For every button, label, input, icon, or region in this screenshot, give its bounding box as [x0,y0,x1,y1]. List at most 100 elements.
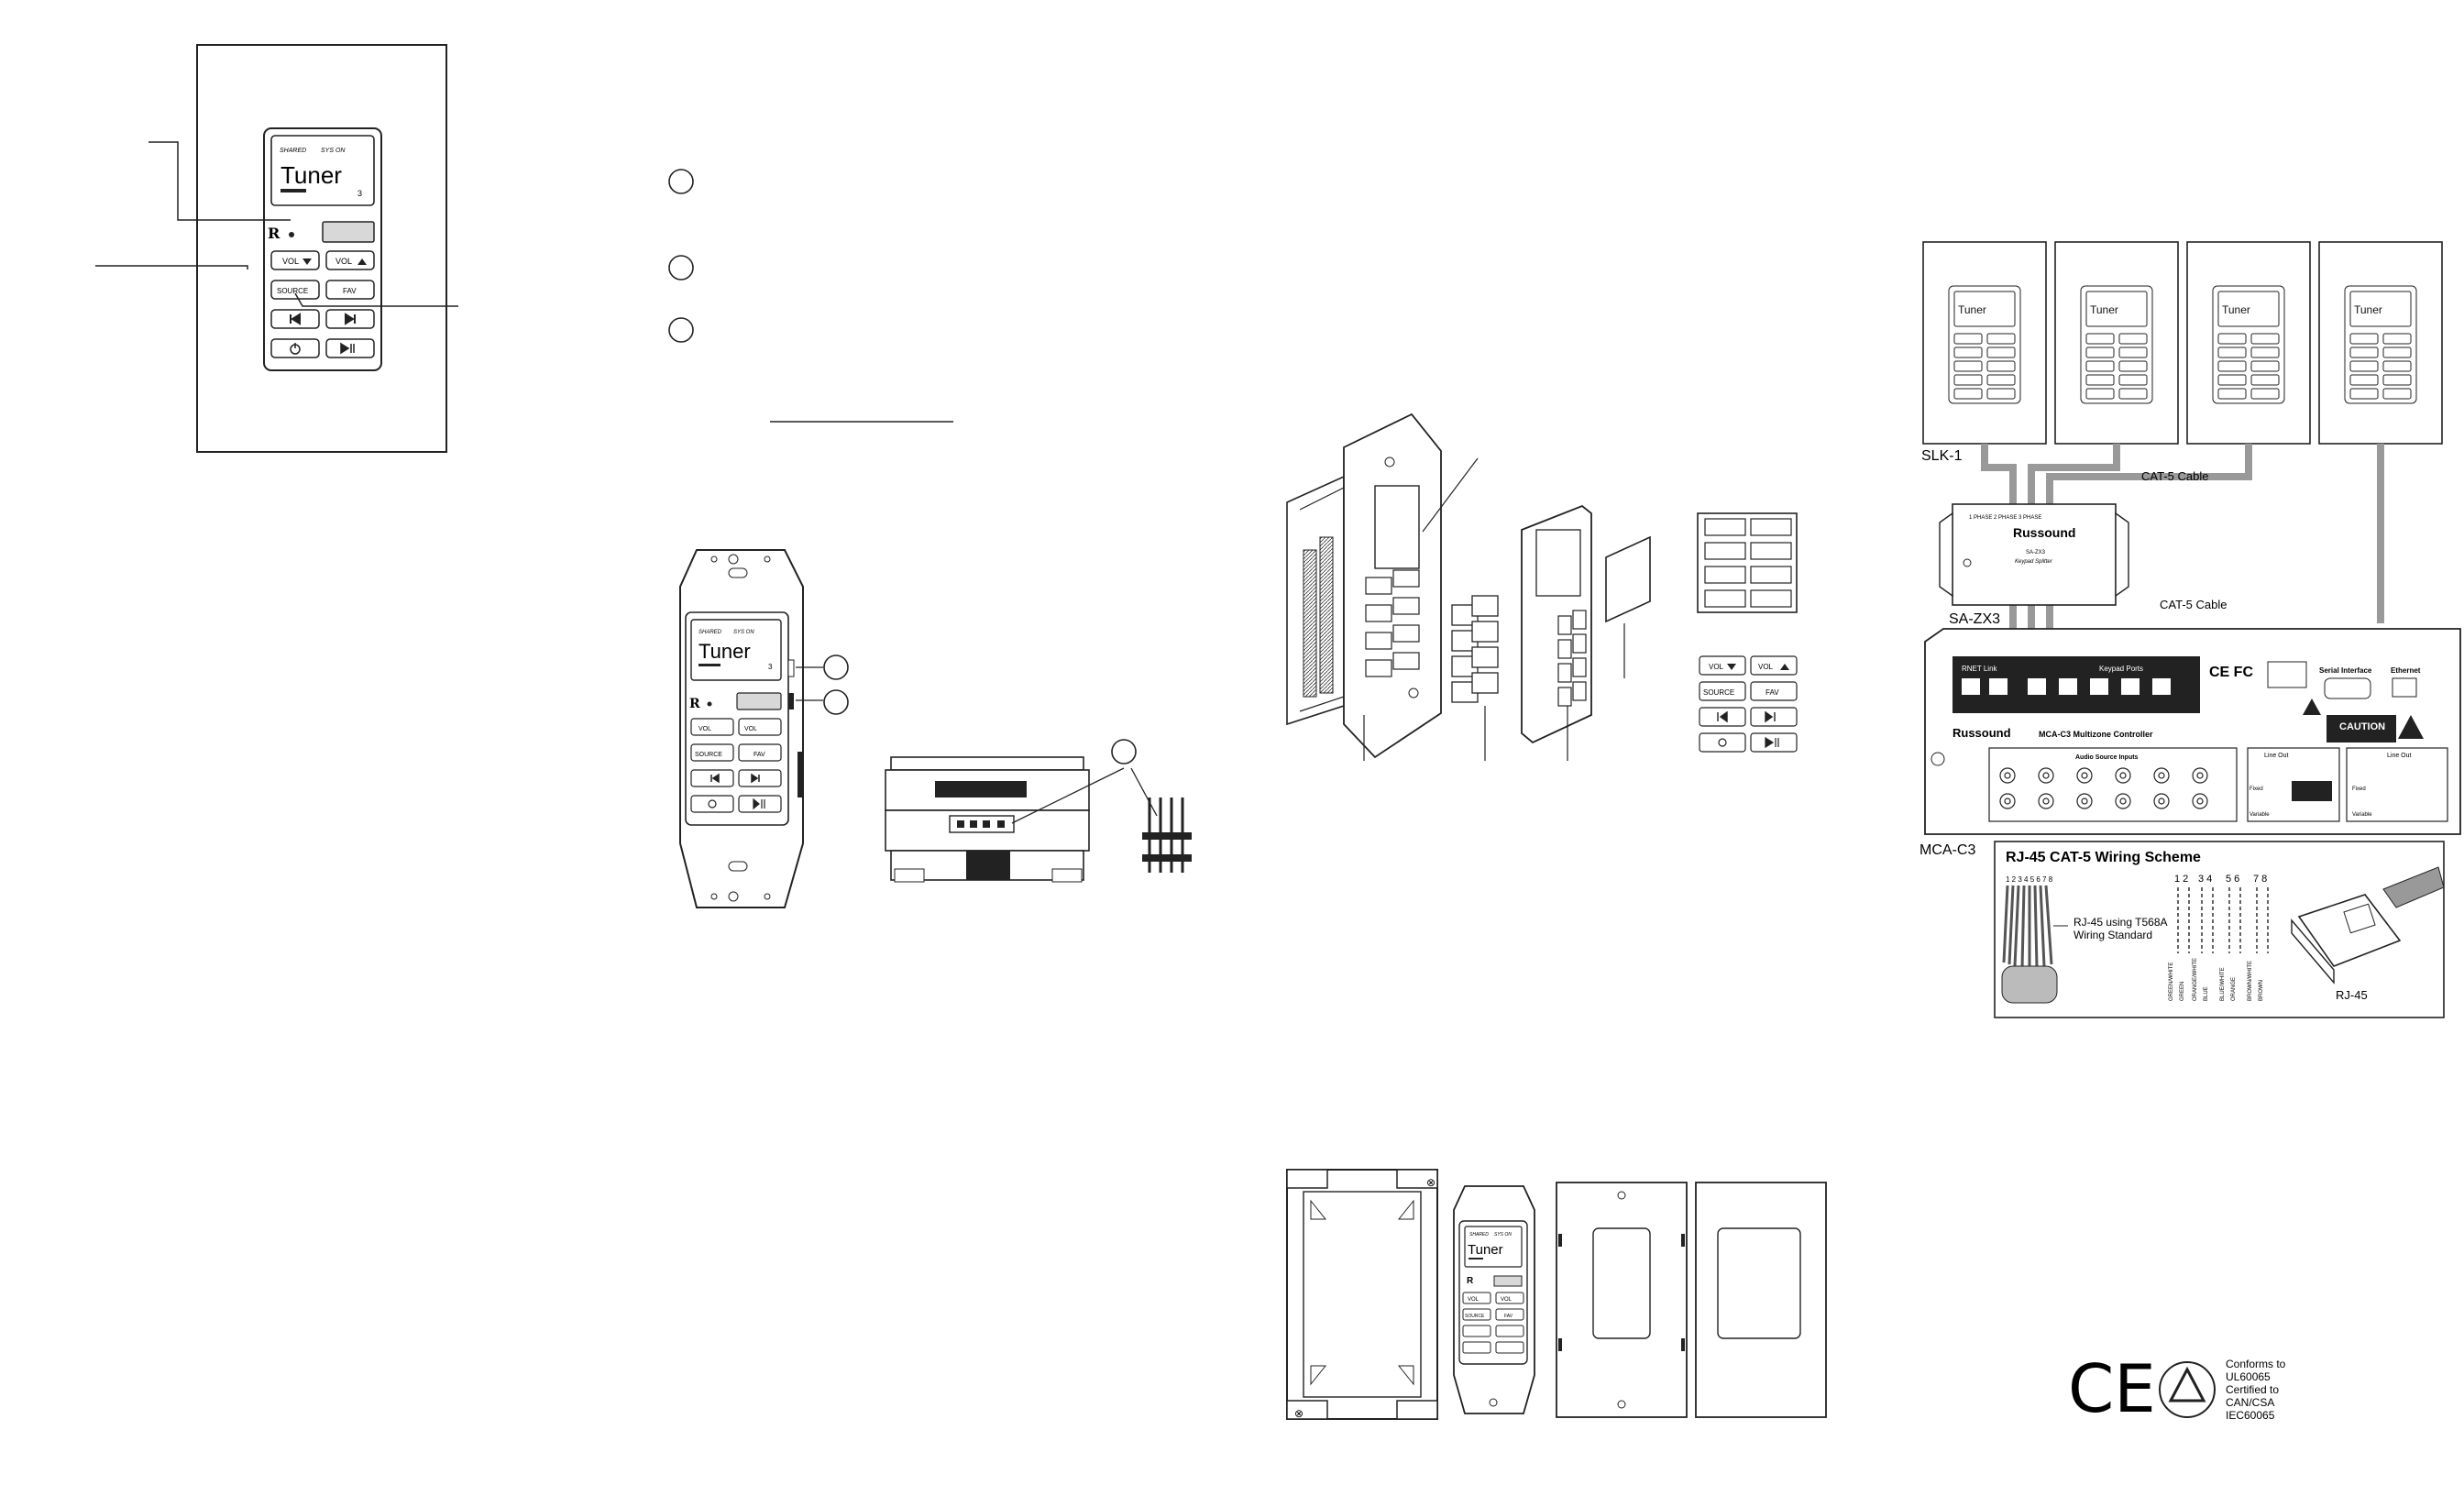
svg-text:CAN/CSA: CAN/CSA [2226,1396,2274,1409]
svg-text:SOURCE: SOURCE [1465,1314,1485,1319]
wire-color-label: BLUE/WHITE [2220,967,2226,1001]
vol-down-button[interactable]: VOL [270,250,320,270]
exploded-assembly: VOL VOL SOURCE FAV [1286,412,1798,761]
splitter-label: SA-ZX3 [1949,611,2000,627]
rj45-plug-label: RJ-45 [2336,988,2368,1002]
mounting-pieces: ⊗ ⊗ SHARED SYS ON Tuner R VOL VOL SOURCE… [1286,1169,1827,1420]
circuit-board-jumper [885,739,1192,883]
svg-text:VOL: VOL [1468,1297,1480,1303]
mini-keypad-face: Tuner [2212,285,2285,404]
power-button[interactable] [270,338,320,358]
svg-text:1 2 3 4 5 6 7 8: 1 2 3 4 5 6 7 8 [2006,875,2053,884]
screen-zone-number: 3 [358,189,362,198]
blank-display-window [322,221,375,243]
svg-text:SOURCE: SOURCE [277,287,308,295]
volume-down-icon [302,258,312,265]
mca-c3-controller: RNET Link Keypad Ports CE FC Serial Inte… [1924,628,2461,835]
svg-text:5 6: 5 6 [2226,874,2239,885]
mini-screen-text: Tuner [1958,303,1986,316]
svg-text:Audio Source Inputs: Audio Source Inputs [2075,754,2139,761]
next-button[interactable] [325,309,375,329]
wiring-title: RJ-45 CAT-5 Wiring Scheme [2006,850,2201,865]
fav-button[interactable]: FAV [325,280,375,300]
svg-text:Keypad Splitter: Keypad Splitter [2015,559,2053,565]
svg-text:VOL: VOL [1758,663,1774,671]
svg-text:Conforms to: Conforms to [2226,1358,2286,1370]
keypad-splitter: 1 PHASE 2 PHASE 3 PHASE Russound SA-ZX3 … [1939,503,2129,606]
vol-up-button[interactable]: VOL [325,250,375,270]
svg-text:IEC60065: IEC60065 [2226,1409,2275,1422]
slk-keypad-4 [2318,241,2443,445]
callout-line-vol [95,265,248,270]
svg-text:Keypad Ports: Keypad Ports [2099,665,2143,673]
volume-bar [280,189,306,192]
previous-button[interactable] [270,309,320,329]
svg-text:FAV: FAV [1504,1314,1513,1319]
keypad-front-view: SHARED SYS ON Tuner 3 R VOL VOL SOURCE F… [95,44,458,453]
controller-brand: Russound [1952,726,2011,740]
svg-text:Line Out: Line Out [2387,753,2412,759]
svg-text:SOURCE: SOURCE [1703,688,1734,697]
mini-screen-text: Tuner [2090,303,2118,316]
faceplate-frame [1556,1182,1688,1418]
play-pause-icon [340,342,355,355]
controller-label: MCA-C3 [1920,842,1975,858]
wire-color-label: BROWN [2259,980,2264,1001]
cable-label-1: CAT-5 Cable [2141,469,2208,483]
russound-logo-icon: R [1467,1276,1474,1286]
svg-text:RNET Link: RNET Link [1962,665,1998,673]
svg-text:MCA-C3 Multizone Controller: MCA-C3 Multizone Controller [2039,730,2153,739]
svg-text:Variable: Variable [2352,812,2372,818]
step-marker-1 [668,169,694,194]
source-button[interactable]: SOURCE [270,280,320,300]
system-wiring-diagram: Tuner Tuner Tuner Tuner SLK-1 CAT-5 Cable C… [1920,241,2461,1427]
svg-text:Certified to: Certified to [2226,1383,2279,1396]
svg-text:VOL: VOL [336,257,352,266]
svg-text:SA-ZX3: SA-ZX3 [2026,550,2046,556]
callout-line-ir [148,141,291,221]
rca-jack-pair [2115,767,2131,809]
svg-text:3: 3 [768,663,773,671]
screen-source-text: Tuner [280,161,342,189]
svg-text:VOL: VOL [698,726,711,732]
callout-line-source [294,292,458,307]
slk-label: SLK-1 [1921,448,1963,464]
wire-color-label: BLUE [2204,986,2209,1001]
status-shared: SHARED [280,148,306,154]
wire-color-label: BROWN/WHITE [2248,961,2253,1001]
wire-color-label: ORANGE [2231,977,2237,1001]
status-sys-on: SYS ON [321,148,346,154]
svg-text:1 PHASE 2 PHASE 3 PHASE: 1 PHASE 2 PHASE 3 PHASE [1969,515,2041,521]
rca-jack-pair [2153,767,2170,809]
play-pause-button[interactable] [325,338,375,358]
mini-keypad-face: Tuner [2080,285,2153,404]
ce-fc-mark-icon: CE FC [2209,665,2253,680]
svg-text:RJ-45 using T568A: RJ-45 using T568A [2074,916,2168,929]
svg-text:Fixed: Fixed [2352,786,2366,792]
svg-text:SHARED: SHARED [1469,1232,1489,1238]
svg-text:Fixed: Fixed [2250,786,2263,792]
splitter-brand: Russound [2013,525,2075,540]
svg-text:FAV: FAV [754,752,765,758]
svg-text:VOL: VOL [744,726,757,732]
svg-text:7 8: 7 8 [2253,874,2267,885]
svg-text:Line Out: Line Out [2264,753,2289,759]
callout-marker-c [1111,739,1137,764]
screw-icon: ⊗ [1294,1407,1304,1420]
svg-text:VOL: VOL [282,257,299,266]
svg-text:CAUTION: CAUTION [2339,721,2385,732]
mini-keypad-face: Tuner [1948,285,2021,404]
mini-keypad-face: Tuner [2344,285,2417,404]
wire-color-label: ORANGE/WHITE [2193,958,2198,1001]
mud-ring: ⊗ ⊗ [1286,1169,1438,1420]
svg-text:Serial Interface: Serial Interface [2319,666,2372,675]
svg-text:SYS ON: SYS ON [1494,1232,1512,1238]
mini-screen-text: Tuner [2222,303,2250,316]
faceplate-cover [1695,1182,1827,1418]
mini-screen-text: Tuner [2354,303,2382,316]
svg-text:FAV: FAV [1766,688,1779,697]
printed-label-sheet: VOL VOL SOURCE FAV [1699,655,1798,753]
ir-sensor [289,232,294,237]
setup-steps-panel: SHARED SYS ON Tuner 3 R VOL VOL SOURCE F… [668,169,1192,908]
certification-marks: CE Conforms to UL60065 Certified to CAN/… [2068,1350,2286,1427]
